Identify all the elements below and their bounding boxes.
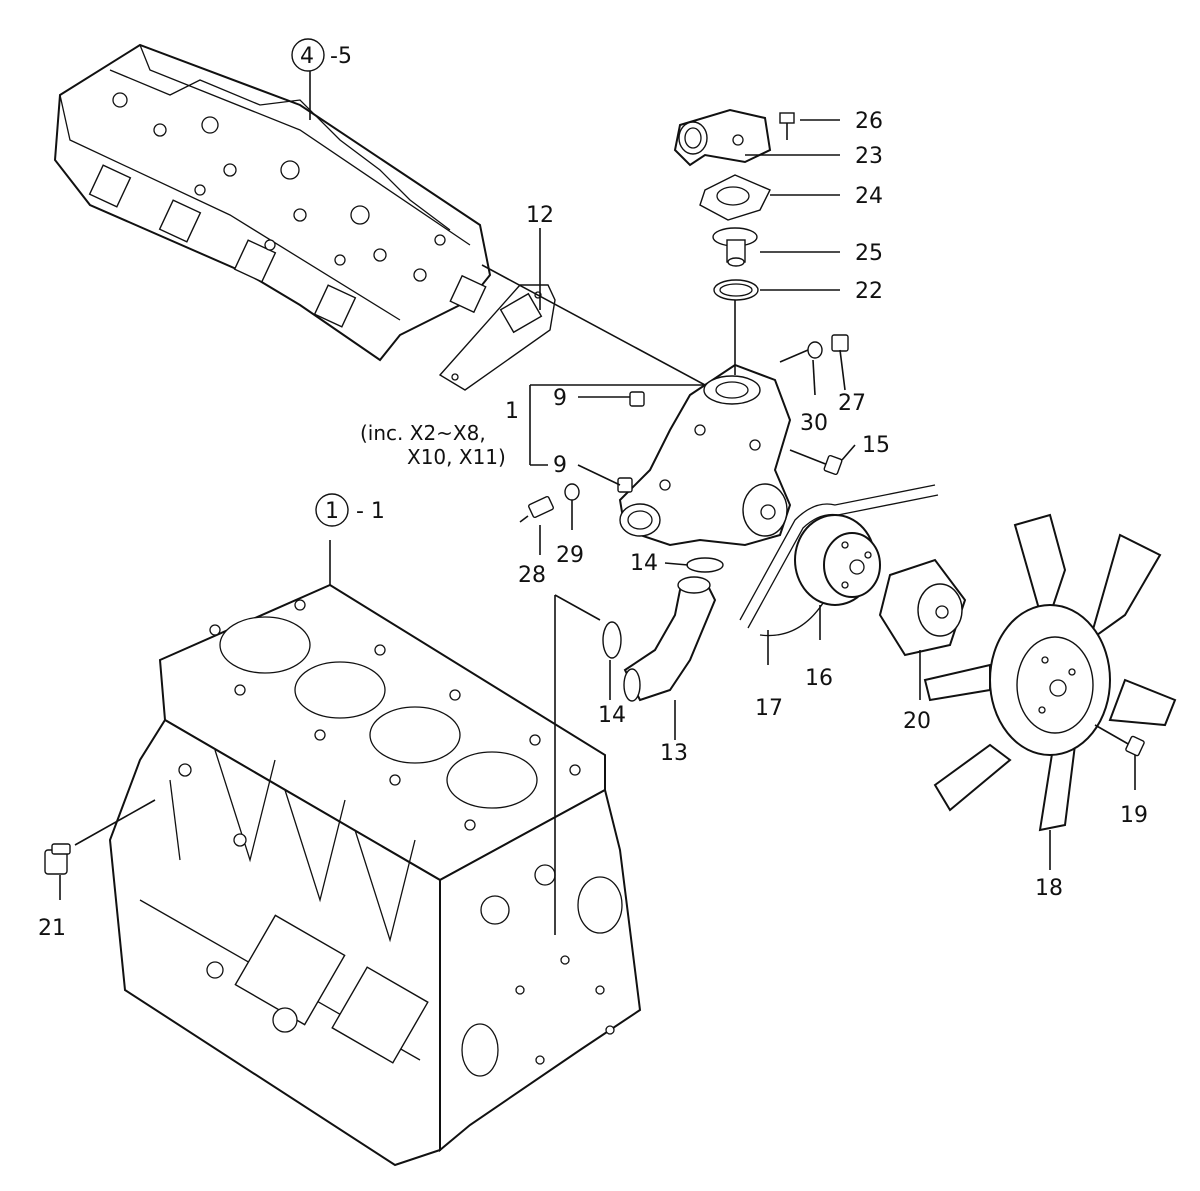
plug-9-upper (629, 391, 645, 407)
callout-30: 30 (800, 411, 828, 436)
callout-9-upper: 9 (553, 386, 567, 411)
cooling-fan (923, 513, 1177, 832)
callout-20: 20 (903, 709, 931, 734)
washer-29 (564, 483, 580, 501)
callout-29: 29 (556, 543, 584, 568)
callout-22: 22 (855, 279, 883, 304)
o-ring-14-upper (686, 557, 724, 573)
block-ref-suffix: - 1 (356, 499, 385, 524)
callout-1-note-line2: X10, X11) (407, 445, 506, 469)
water-pump-body (618, 363, 792, 547)
callout-13: 13 (660, 741, 688, 766)
callout-1-note-line1: (inc. X2~X8, (360, 421, 486, 445)
washer-30 (807, 341, 823, 359)
callout-1: 1 (505, 399, 519, 424)
callout-25: 25 (855, 241, 883, 266)
fan-spacer (878, 558, 967, 657)
callout-16: 16 (805, 666, 833, 691)
water-pipe (623, 576, 717, 702)
head-ref-number: 4 (300, 44, 314, 69)
callout-27: 27 (838, 391, 866, 416)
callout-14-upper: 14 (630, 551, 658, 576)
leader-lines (59, 70, 1136, 935)
plug-9-lower (617, 477, 633, 493)
callout-19: 19 (1120, 803, 1148, 828)
block-ref-marker: 1 - 1 (315, 493, 385, 527)
block-ref-number: 1 (325, 499, 339, 524)
o-ring-14-lower (602, 621, 622, 659)
thermostat-cover (673, 108, 772, 167)
callout-15: 15 (862, 433, 890, 458)
fan-bolt (1094, 724, 1145, 757)
thermostat-cover-bolt (779, 112, 795, 140)
callout-9-lower: 9 (553, 453, 567, 478)
callout-21: 21 (38, 916, 66, 941)
callout-14-lower: 14 (598, 703, 626, 728)
callout-24: 24 (855, 184, 883, 209)
fan-pulley (794, 514, 881, 606)
head-ref-suffix: -5 (330, 44, 352, 69)
bolt-15 (789, 449, 843, 476)
callout-26: 26 (855, 109, 883, 134)
callout-23: 23 (855, 144, 883, 169)
plug-27 (831, 334, 849, 352)
thermostat (712, 227, 758, 267)
thermostat-o-ring (713, 279, 759, 301)
callout-12: 12 (526, 203, 554, 228)
drain-plug (44, 843, 71, 875)
cylinder-head (53, 43, 492, 362)
head-ref-marker: 4 -5 (291, 38, 352, 72)
sensor-28 (519, 495, 554, 523)
callout-18: 18 (1035, 876, 1063, 901)
callout-28: 28 (518, 563, 546, 588)
thermostat-gasket (699, 174, 771, 221)
cylinder-block (108, 583, 642, 1167)
callout-17: 17 (755, 696, 783, 721)
